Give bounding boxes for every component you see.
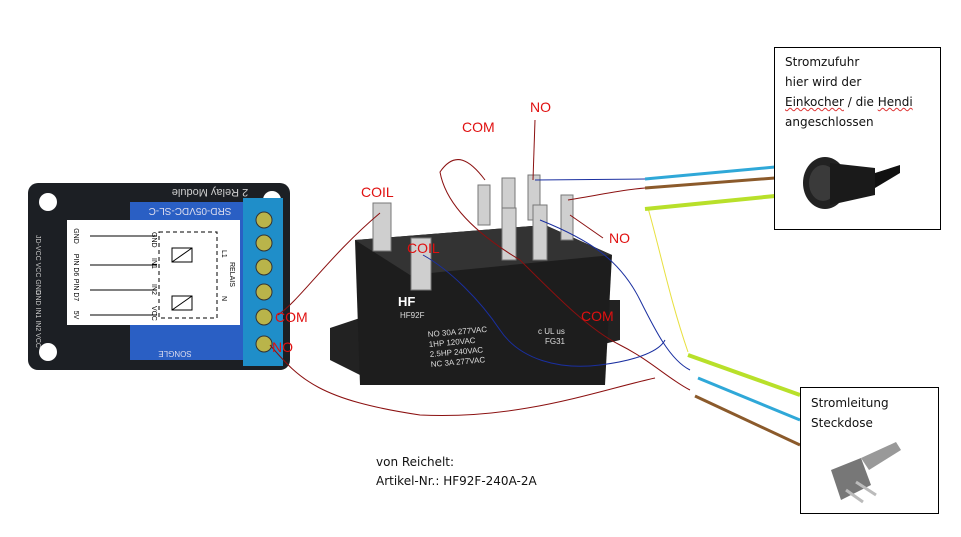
pin-label-5v: 5V — [72, 311, 79, 320]
power-relay: HF HF92F NO 30A 277VAC 1HP 120VAC 2.5HP … — [330, 174, 620, 385]
inner-pin-vcc: VCC — [150, 306, 157, 321]
socket-coupler-icon — [803, 157, 900, 209]
supply-line: Stromzufuhr — [785, 55, 860, 69]
com-label-2: COM — [581, 308, 614, 324]
label-n: N — [220, 296, 227, 301]
supplier-note: von Reichelt: Artikel-Nr.: HF92F-240A-2A — [376, 453, 537, 491]
no-label-2: NO — [609, 230, 630, 246]
bottom-header: GND IN1 IN2 VCC — [34, 290, 41, 348]
inner-pin-in1: IN1 — [150, 258, 157, 269]
relay-brand: SONGLE — [158, 349, 191, 358]
pin-label-gnd: GND — [72, 228, 79, 244]
rating-line: 1HP 120VAC — [428, 336, 476, 349]
supply-line: angeschlossen — [785, 115, 874, 129]
label-l1: L1 — [220, 250, 227, 258]
cert-mark: c UL us — [538, 327, 565, 336]
mains-line: Steckdose — [811, 416, 873, 430]
label-relais: RELAIS — [228, 262, 235, 287]
mains-box: Stromleitung Steckdose — [800, 387, 939, 514]
mains-line: Stromleitung — [811, 396, 889, 410]
coil-label-1: COIL — [361, 184, 394, 200]
relay-model-text: HF92F — [400, 311, 425, 320]
board-title: 2 Relay Module — [172, 186, 248, 198]
supplier-line: von Reichelt: — [376, 455, 455, 469]
relay-code: FG31 — [545, 337, 566, 346]
inner-pin-gnd: GND — [150, 232, 157, 248]
side-header: JD-VCC VCC GND — [34, 235, 41, 295]
no-label-1: NO — [530, 99, 551, 115]
article-number: Artikel-Nr.: HF92F-240A-2A — [376, 474, 537, 488]
inner-pin-in2: IN2 — [150, 284, 157, 295]
coil-label-2: COIL — [407, 240, 440, 256]
relay-model: SRD-05VDC-SL-C — [149, 205, 232, 216]
supply-line: hier wird der — [785, 75, 862, 89]
module-com-label: COM — [275, 309, 308, 325]
module-no-label: NO — [272, 339, 293, 355]
signal-wires — [269, 119, 691, 417]
mains-wires — [644, 165, 801, 447]
com-label-1: COM — [462, 119, 495, 135]
schuko-plug-icon — [831, 442, 901, 504]
pin-label-d6: PIN D6 — [72, 254, 79, 277]
supply-box: Stromzufuhr hier wird der Einkocher / di… — [774, 47, 941, 230]
supply-line: Einkocher / die Hendi — [785, 95, 913, 109]
relay-brand-logo: HF — [398, 294, 415, 309]
relay-module: 2 Relay Module SRD-05VDC-SL-C SONGLE JD-… — [28, 183, 290, 370]
pin-label-d7: PIN D7 — [72, 279, 79, 302]
